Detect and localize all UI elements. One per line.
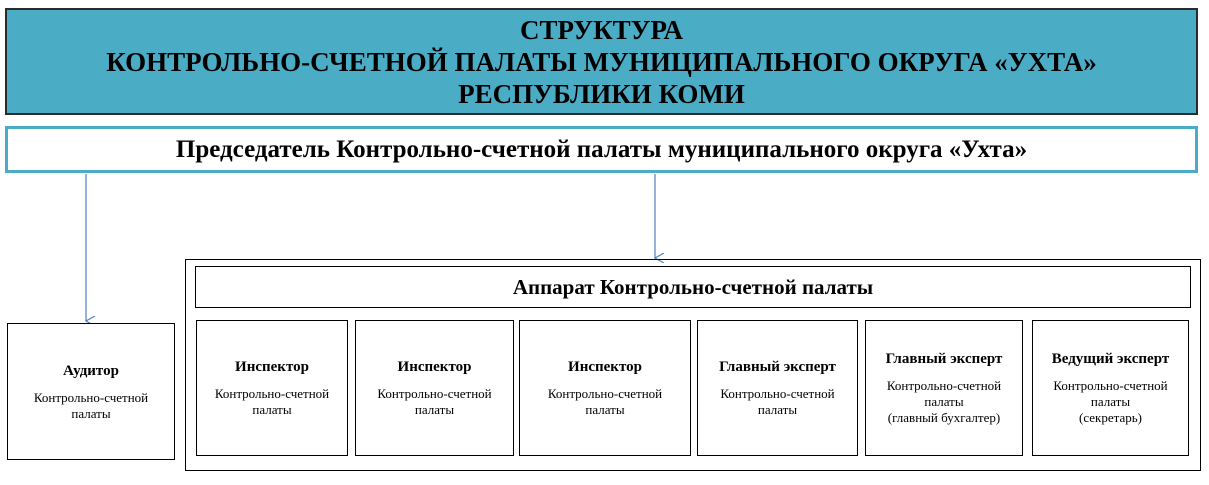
staff-subtitle-1: Контрольно-счетной [886, 378, 1002, 393]
auditor-box: Аудитор Контрольно-счетной палаты [7, 323, 175, 460]
staff-box-chief-expert-2: Главный эксперт Контрольно-счетной палат… [865, 320, 1023, 456]
title-line-1: СТРУКТУРА [519, 14, 684, 45]
staff-subtitle-2: палаты [1090, 394, 1131, 409]
staff-subtitle-3: (главный бухгалтер) [887, 410, 1001, 425]
staff-role: Ведущий эксперт [1051, 351, 1170, 367]
staff-box-chief-expert-1: Главный эксперт Контрольно-счетной палат… [697, 320, 858, 456]
staff-role: Инспектор [235, 359, 309, 375]
staff-subtitle-2: палаты [924, 394, 964, 409]
staff-subtitle-1: Контрольно-счетной [1053, 378, 1168, 393]
staff-subtitle-1: Контрольно-счетной [377, 386, 492, 401]
staff-role: Инспектор [568, 359, 642, 375]
apparatus-header: Аппарат Контрольно-счетной палаты [195, 266, 1191, 308]
staff-box-inspector-1: Инспектор Контрольно-счетной палаты [196, 320, 348, 456]
staff-subtitle-1: Контрольно-счетной [720, 386, 835, 401]
staff-subtitle-2: палаты [414, 402, 455, 417]
apparatus-title: Аппарат Контрольно-счетной палаты [512, 274, 874, 299]
auditor-title: Аудитор [63, 362, 119, 379]
staff-subtitle-1: Контрольно-счетной [547, 386, 663, 401]
structure-title-box: СТРУКТУРА КОНТРОЛЬНО-СЧЕТНОЙ ПАЛАТЫ МУНИ… [5, 8, 1198, 115]
apparatus-frame [185, 259, 1201, 471]
title-line-3: РЕСПУБЛИКИ КОМИ [458, 78, 745, 109]
staff-role: Главный эксперт [719, 359, 836, 375]
auditor-subtitle-1: Контрольно-счетной [33, 389, 149, 405]
staff-box-inspector-3: Инспектор Контрольно-счетной палаты [519, 320, 691, 456]
staff-subtitle-2: палаты [757, 402, 798, 417]
title-line-2: КОНТРОЛЬНО-СЧЕТНОЙ ПАЛАТЫ МУНИЦИПАЛЬНОГО… [106, 46, 1097, 77]
staff-subtitle-2: палаты [252, 402, 292, 417]
chairman-box: Председатель Контрольно-счетной палаты м… [5, 126, 1198, 173]
staff-box-lead-expert: Ведущий эксперт Контрольно-счетной палат… [1032, 320, 1189, 456]
staff-subtitle-1: Контрольно-счетной [214, 386, 330, 401]
staff-box-inspector-2: Инспектор Контрольно-счетной палаты [355, 320, 514, 456]
staff-subtitle-2: палаты [585, 402, 625, 417]
staff-role: Главный эксперт [885, 351, 1003, 367]
auditor-subtitle-2: палаты [71, 405, 111, 421]
staff-role: Инспектор [397, 359, 472, 375]
chairman-label: Председатель Контрольно-счетной палаты м… [175, 135, 1028, 163]
staff-subtitle-3: (секретарь) [1079, 410, 1142, 425]
